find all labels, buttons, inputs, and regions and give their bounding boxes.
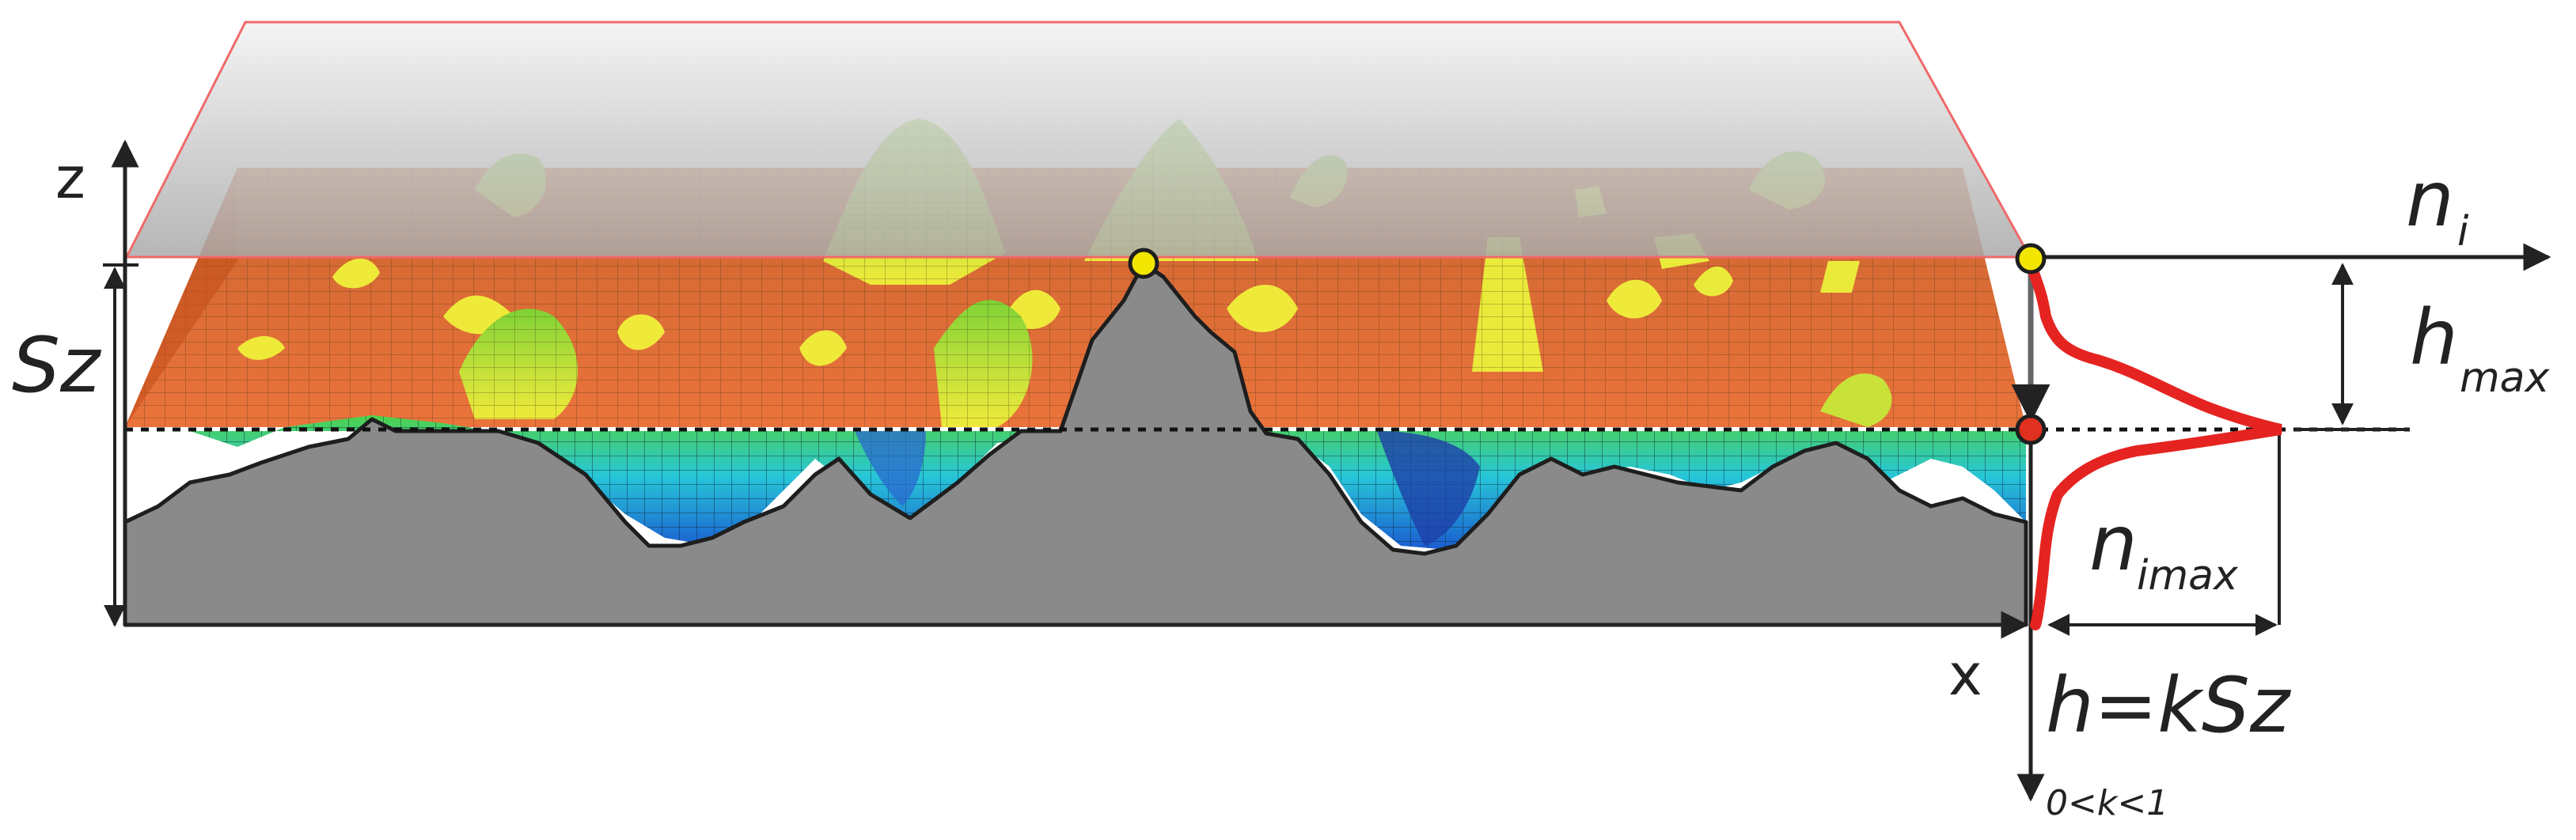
- h-max-dimension: [2295, 263, 2410, 431]
- n-imax-label: n imax: [2089, 499, 2239, 600]
- cut-point-icon: [2015, 414, 2047, 445]
- x-axis-label: x: [1948, 641, 1982, 708]
- z-axis: z Sz: [12, 139, 139, 627]
- n-imax-sub: imax: [2137, 552, 2239, 600]
- peak-marker: [1128, 248, 1159, 279]
- h-formula-label: h=kSz: [2046, 661, 2292, 750]
- peak-point-icon: [1128, 248, 1159, 279]
- n-i-label: n i: [2406, 155, 2469, 255]
- h-max-main: h: [2410, 293, 2458, 382]
- h-max-label: h max: [2410, 293, 2551, 402]
- surface-profile: [123, 261, 2028, 627]
- sz-label: Sz: [12, 321, 102, 410]
- valley-surface: [125, 415, 2026, 550]
- z-axis-label: z: [55, 145, 85, 211]
- curve-top-point-icon: [2015, 243, 2047, 274]
- n-i-sub: i: [2457, 208, 2469, 255]
- n-i-main: n: [2406, 155, 2454, 244]
- cut-marker: [2015, 414, 2047, 445]
- distribution-curve: [2028, 267, 2282, 630]
- n-imax-dimension: [2047, 429, 2281, 636]
- top-plane: [124, 21, 2032, 259]
- distribution-top-marker: [2015, 243, 2047, 274]
- k-condition-label: 0<k<1: [2046, 783, 2168, 823]
- h-max-sub: max: [2460, 354, 2551, 402]
- n-imax-main: n: [2089, 499, 2138, 588]
